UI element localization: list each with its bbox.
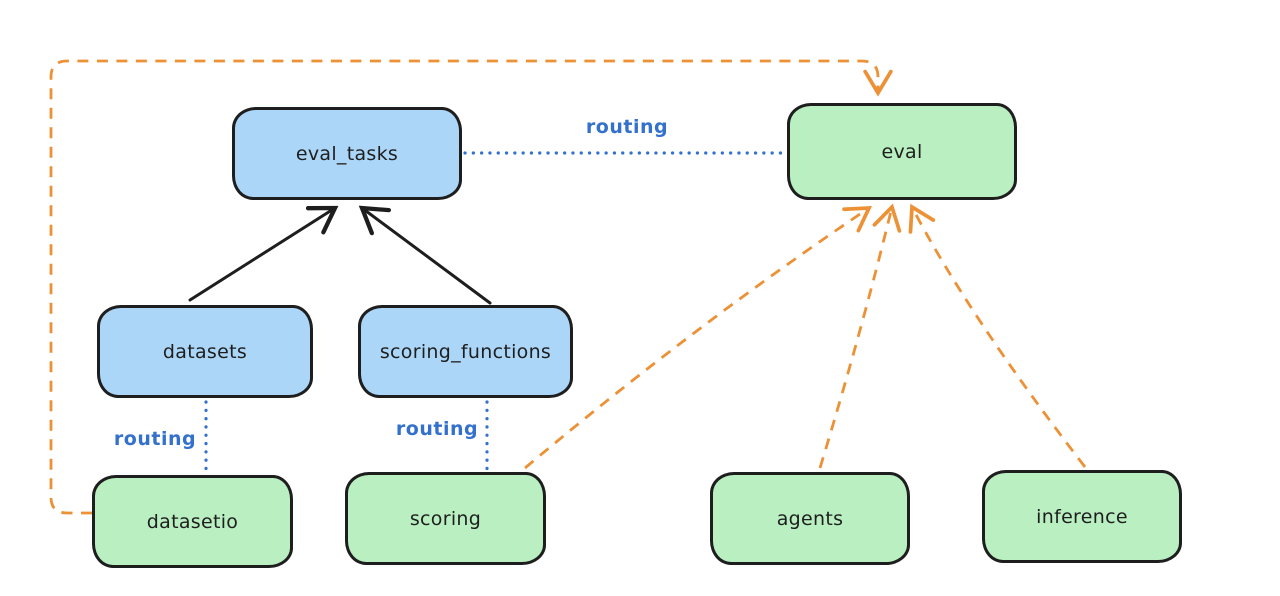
node-inference-label: inference xyxy=(1036,505,1128,528)
node-agents-label: agents xyxy=(776,507,844,530)
edge-scoring-to-eval xyxy=(524,205,872,470)
node-eval: eval xyxy=(787,103,1017,200)
node-scoring: scoring xyxy=(345,472,546,565)
edge-inference-to-eval xyxy=(908,203,1087,468)
edge-label-routing-datasets-datasetio: routing xyxy=(113,428,197,450)
node-datasets-label: datasets xyxy=(162,340,248,363)
edge-datasets-to-eval_tasks xyxy=(188,205,339,302)
node-datasetio-label: datasetio xyxy=(146,510,239,533)
node-datasets: datasets xyxy=(97,305,313,398)
node-datasetio: datasetio xyxy=(92,475,293,568)
node-scoring-functions-label: scoring_functions xyxy=(379,340,552,363)
edge-agents-to-eval xyxy=(818,203,902,469)
node-agents: agents xyxy=(710,472,910,565)
node-scoring-label: scoring xyxy=(409,507,482,530)
node-inference: inference xyxy=(982,470,1182,563)
edge-label-routing-scoring-functions-scoring: routing xyxy=(395,418,479,440)
node-scoring-functions: scoring_functions xyxy=(358,305,573,398)
node-eval-tasks-label: eval_tasks xyxy=(295,142,399,165)
edge-scoring_functions-to-eval_tasks xyxy=(358,205,492,305)
node-eval-label: eval xyxy=(881,140,923,163)
edge-label-routing-eval-tasks-eval: routing xyxy=(585,116,669,138)
node-eval-tasks: eval_tasks xyxy=(232,107,462,200)
